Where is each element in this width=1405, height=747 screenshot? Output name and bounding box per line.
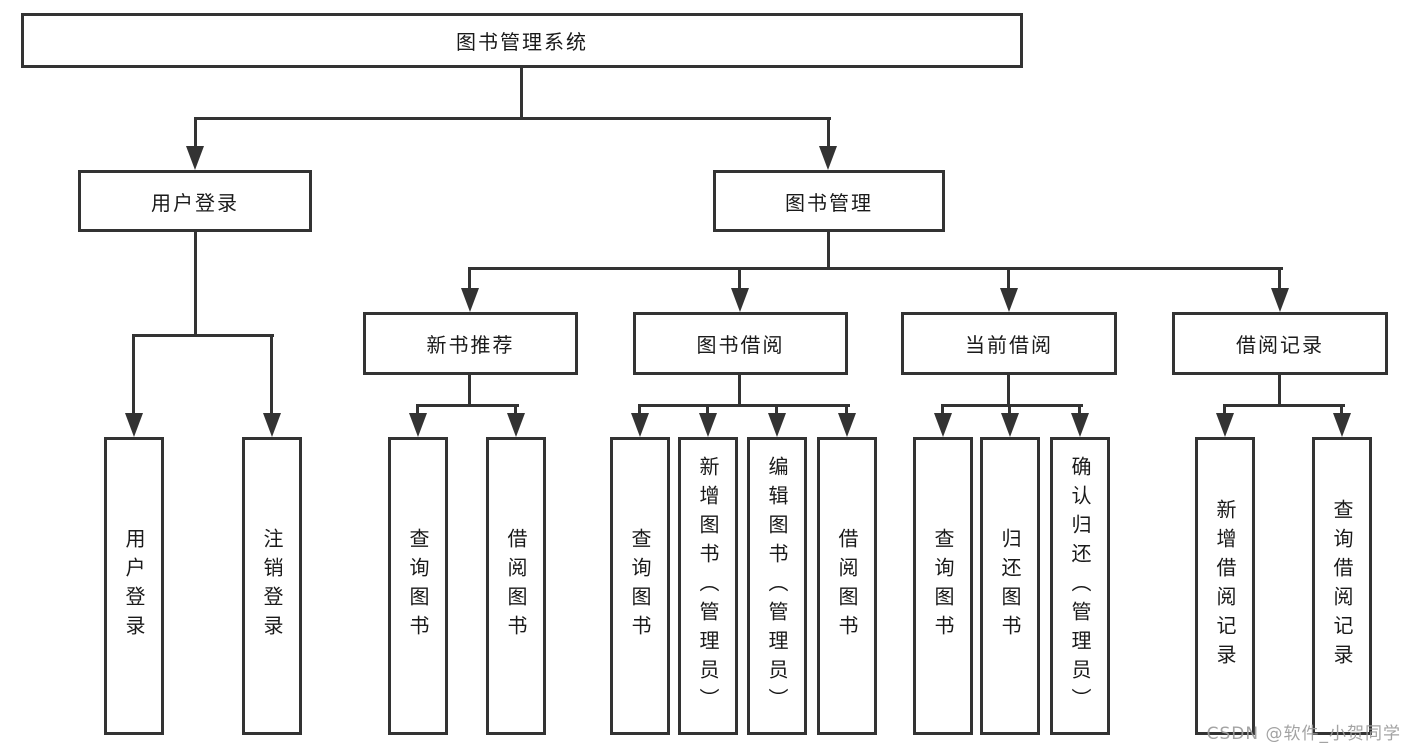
node-current-borrow: 当前借阅 bbox=[901, 312, 1117, 375]
connector bbox=[132, 334, 274, 337]
connector bbox=[1223, 404, 1226, 416]
arrowhead-icon bbox=[507, 413, 525, 437]
connector bbox=[416, 404, 419, 416]
connector bbox=[775, 404, 778, 416]
connector bbox=[468, 267, 471, 291]
connector bbox=[845, 404, 848, 416]
connector bbox=[1278, 267, 1281, 291]
connector bbox=[706, 404, 709, 416]
node-borrow-records: 借阅记录 bbox=[1172, 312, 1388, 375]
node-book-borrow-label: 图书借阅 bbox=[696, 333, 785, 357]
arrowhead-icon bbox=[934, 413, 952, 437]
connector bbox=[941, 404, 944, 416]
arrowhead-icon bbox=[461, 288, 479, 312]
connector bbox=[941, 404, 1083, 407]
leaf-borrow-books-recommend-label: 借阅图书 bbox=[504, 528, 528, 644]
connector bbox=[468, 375, 471, 407]
arrowhead-icon bbox=[1001, 413, 1019, 437]
leaf-borrow-book: 借阅图书 bbox=[817, 437, 877, 735]
connector bbox=[638, 404, 641, 416]
leaf-query-books-recommend: 查询图书 bbox=[388, 437, 448, 735]
arrowhead-icon bbox=[1071, 413, 1089, 437]
leaf-logout-label: 注销登录 bbox=[260, 528, 284, 644]
leaf-query-books-current-label: 查询图书 bbox=[931, 528, 955, 644]
connector bbox=[520, 68, 523, 118]
leaf-query-books-current: 查询图书 bbox=[913, 437, 973, 735]
connector bbox=[194, 117, 831, 120]
connector bbox=[1078, 404, 1081, 416]
arrowhead-icon bbox=[125, 413, 143, 437]
connector bbox=[827, 117, 830, 147]
connector bbox=[1008, 404, 1011, 416]
leaf-query-books-borrow-label: 查询图书 bbox=[628, 528, 652, 644]
connector bbox=[1340, 404, 1343, 416]
leaf-query-borrow-record-label: 查询借阅记录 bbox=[1330, 499, 1354, 673]
connector bbox=[416, 404, 519, 407]
node-new-book-recommend: 新书推荐 bbox=[363, 312, 578, 375]
leaf-add-borrow-record-label: 新增借阅记录 bbox=[1213, 499, 1237, 673]
node-book-borrow: 图书借阅 bbox=[633, 312, 848, 375]
leaf-return-book-label: 归还图书 bbox=[998, 528, 1022, 644]
connector bbox=[1278, 375, 1281, 407]
node-root-label: 图书管理系统 bbox=[456, 30, 588, 54]
leaf-add-borrow-record: 新增借阅记录 bbox=[1195, 437, 1255, 735]
arrowhead-icon bbox=[409, 413, 427, 437]
arrowhead-icon bbox=[838, 413, 856, 437]
leaf-confirm-return-admin-label: 确认归还（管理员） bbox=[1068, 455, 1092, 717]
leaf-query-books-recommend-label: 查询图书 bbox=[406, 528, 430, 644]
connector bbox=[738, 267, 741, 291]
arrowhead-icon bbox=[1000, 288, 1018, 312]
arrowhead-icon bbox=[631, 413, 649, 437]
leaf-add-book-admin-label: 新增图书（管理员） bbox=[696, 455, 720, 717]
connector bbox=[1007, 267, 1010, 291]
leaf-borrow-book-label: 借阅图书 bbox=[835, 528, 859, 644]
leaf-user-login-label: 用户登录 bbox=[122, 528, 146, 644]
arrowhead-icon bbox=[699, 413, 717, 437]
connector bbox=[270, 334, 273, 413]
arrowhead-icon bbox=[1216, 413, 1234, 437]
connector bbox=[1223, 404, 1345, 407]
connector bbox=[132, 334, 135, 413]
connector bbox=[194, 117, 197, 147]
leaf-user-login: 用户登录 bbox=[104, 437, 164, 735]
connector bbox=[827, 232, 830, 270]
leaf-logout: 注销登录 bbox=[242, 437, 302, 735]
leaf-edit-book-admin: 编辑图书（管理员） bbox=[747, 437, 807, 735]
connector bbox=[194, 232, 197, 336]
arrowhead-icon bbox=[1271, 288, 1289, 312]
node-user-login-label: 用户登录 bbox=[151, 190, 239, 215]
leaf-borrow-books-recommend: 借阅图书 bbox=[486, 437, 546, 735]
arrowhead-icon bbox=[731, 288, 749, 312]
arrowhead-icon bbox=[768, 413, 786, 437]
leaf-add-book-admin: 新增图书（管理员） bbox=[678, 437, 738, 735]
node-new-book-recommend-label: 新书推荐 bbox=[426, 333, 515, 357]
node-borrow-records-label: 借阅记录 bbox=[1236, 333, 1324, 357]
arrowhead-icon bbox=[186, 146, 204, 170]
node-root: 图书管理系统 bbox=[21, 13, 1023, 68]
node-book-management: 图书管理 bbox=[713, 170, 945, 232]
arrowhead-icon bbox=[263, 413, 281, 437]
leaf-edit-book-admin-label: 编辑图书（管理员） bbox=[765, 455, 789, 717]
connector bbox=[469, 267, 1283, 270]
node-user-login: 用户登录 bbox=[78, 170, 312, 232]
connector bbox=[638, 404, 850, 407]
arrowhead-icon bbox=[1333, 413, 1351, 437]
connector bbox=[1007, 375, 1010, 407]
arrowhead-icon bbox=[819, 146, 837, 170]
node-current-borrow-label: 当前借阅 bbox=[965, 333, 1053, 357]
leaf-query-books-borrow: 查询图书 bbox=[610, 437, 670, 735]
csdn-watermark: CSDN @软件_小贺同学 bbox=[1206, 724, 1401, 744]
leaf-confirm-return-admin: 确认归还（管理员） bbox=[1050, 437, 1110, 735]
leaf-query-borrow-record: 查询借阅记录 bbox=[1312, 437, 1372, 735]
connector bbox=[514, 404, 517, 416]
leaf-return-book: 归还图书 bbox=[980, 437, 1040, 735]
connector bbox=[738, 375, 741, 407]
node-book-management-label: 图书管理 bbox=[785, 190, 873, 215]
